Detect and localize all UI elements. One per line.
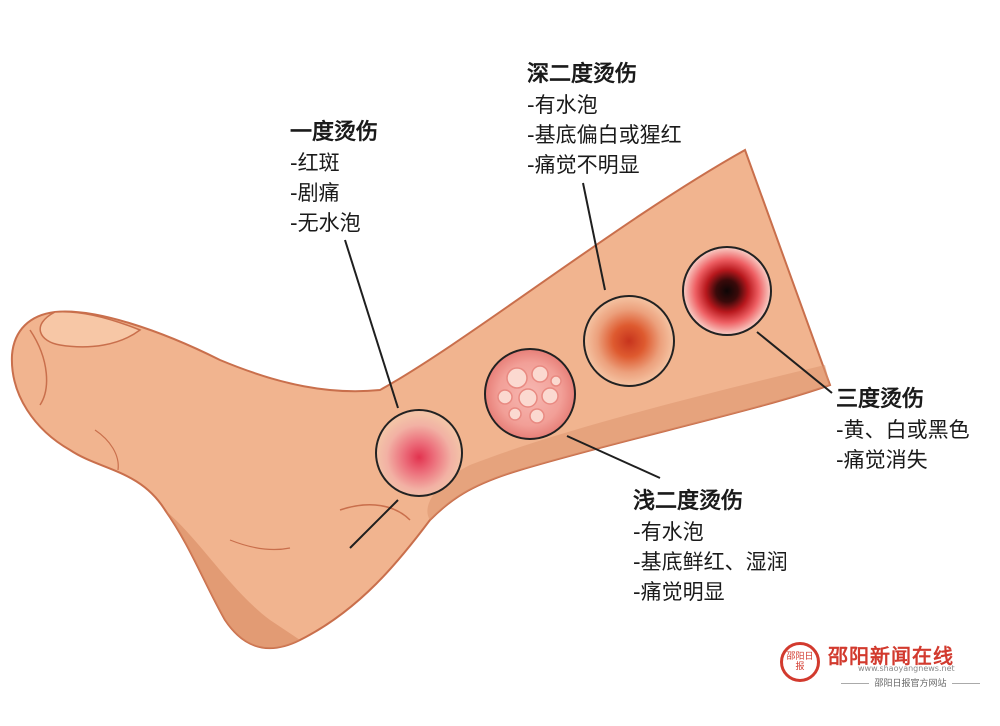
watermark-site-name: 邵阳新闻在线 (828, 644, 954, 668)
shallow-second-degree-item: -基底鲜红、湿润 (633, 550, 788, 574)
shallow-second-degree-item: -痛觉明显 (633, 580, 725, 604)
first-degree-item: -剧痛 (290, 181, 340, 205)
third-degree-item: -痛觉消失 (836, 448, 928, 472)
deep-second-degree-label: 深二度烫伤 -有水泡 -基底偏白或猩红 -痛觉不明显 (527, 60, 682, 180)
first-degree-item: -红斑 (290, 151, 340, 175)
third-degree-item: -黄、白或黑色 (836, 418, 970, 442)
watermark-url: www.shaoyangnews.net (858, 664, 955, 673)
shallow-second-degree-title: 浅二度烫伤 (633, 489, 744, 514)
watermark: 邵阳日报 邵阳新闻在线 www.shaoyangnews.net 邵阳日报官方网… (780, 640, 995, 690)
shallow-second-degree-item: -有水泡 (633, 520, 704, 544)
deep-second-degree-item: -有水泡 (527, 93, 598, 117)
deep-second-degree-item: -基底偏白或猩红 (527, 123, 682, 147)
deep-second-degree-title: 深二度烫伤 (527, 62, 638, 87)
first-degree-label: 一度烫伤 -红斑 -剧痛 -无水泡 (290, 118, 378, 238)
watermark-subtitle: 邵阳日报官方网站 (828, 676, 993, 689)
newspaper-logo: 邵阳日报 (780, 642, 820, 682)
third-degree-circle (682, 246, 772, 336)
deep-second-degree-circle (583, 295, 675, 387)
shallow-second-degree-circle (484, 348, 576, 440)
shallow-second-degree-label: 浅二度烫伤 -有水泡 -基底鲜红、湿润 -痛觉明显 (633, 487, 788, 607)
third-degree-label: 三度烫伤 -黄、白或黑色 -痛觉消失 (836, 385, 970, 475)
third-degree-title: 三度烫伤 (836, 387, 925, 412)
leg-shape (10, 148, 832, 650)
first-degree-title: 一度烫伤 (290, 120, 379, 145)
leader-lines (344, 182, 833, 549)
deep-second-degree-item: -痛觉不明显 (527, 153, 640, 177)
first-degree-circle (375, 409, 463, 497)
first-degree-item: -无水泡 (290, 211, 361, 235)
